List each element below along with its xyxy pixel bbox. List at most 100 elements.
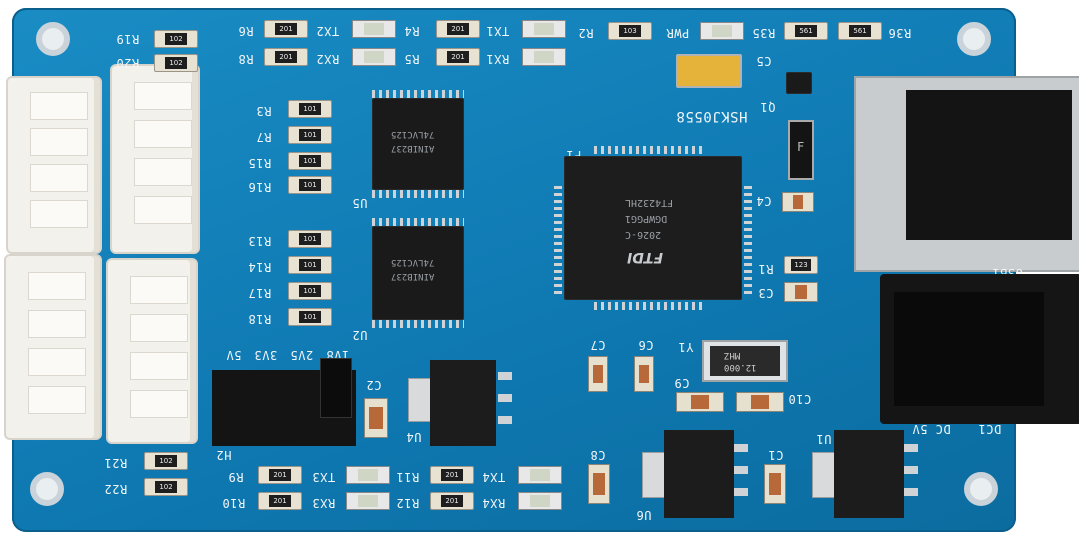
led-pwr [700, 22, 744, 40]
label-r2: R2 [578, 26, 594, 40]
pcb-board: R19 R20 102 102 201 201 R6 R8 TX2 RX2 R4… [4, 8, 1079, 532]
jumper-cap[interactable] [320, 358, 352, 418]
led-tx3 [346, 466, 390, 484]
label-r36: R36 [888, 26, 912, 40]
label-u2: U2 [352, 328, 368, 342]
ftdi-chip: FTDI 2026-C DGWPGG1 FT4232HL [564, 156, 742, 300]
label-r5: R5 [404, 52, 420, 66]
label-dc-voltage: DC 5V [912, 422, 951, 436]
label-tx2: TX2 [316, 24, 340, 38]
resistor-r3: 101 [288, 100, 332, 118]
label-c4: C4 [756, 194, 772, 208]
chip-u2: 74LVC125 AINIB237 [372, 226, 464, 320]
label-rx3: RX3 [312, 496, 336, 510]
label-r10: R10 [222, 496, 246, 510]
label-r15: R15 [248, 156, 272, 170]
label-2v5: 2V5 [290, 348, 314, 362]
label-rx4: RX4 [482, 496, 506, 510]
usb-b-connector[interactable] [854, 76, 1079, 272]
jst-connector-4 [106, 258, 198, 444]
label-5v: 5V [226, 348, 242, 362]
mounting-hole-bottom-right [964, 472, 998, 506]
label-r16: R16 [248, 180, 272, 194]
resistor-r12: 201 [430, 492, 474, 510]
label-u4: U4 [406, 430, 422, 444]
label-c2: C2 [366, 378, 382, 392]
label-r11: R11 [396, 470, 420, 484]
capacitor-c2 [364, 398, 388, 438]
led-rx1 [522, 48, 566, 66]
label-r8: R8 [238, 52, 254, 66]
mounting-hole-bottom-left [30, 472, 64, 506]
regulator-u6 [664, 430, 734, 518]
regulator-u1 [834, 430, 904, 518]
capacitor-c8 [588, 464, 610, 504]
resistor-r2: 103 [608, 22, 652, 40]
led-rx2 [352, 48, 396, 66]
resistor-r35: 561 [784, 22, 828, 40]
jst-connector-3 [4, 254, 102, 440]
dc-power-jack[interactable] [880, 274, 1079, 424]
resistor-r4: 201 [436, 20, 480, 38]
label-c5: C5 [756, 54, 772, 68]
label-c9: C9 [674, 376, 690, 390]
capacitor-c3 [784, 282, 818, 302]
resistor-r9: 201 [258, 466, 302, 484]
capacitor-c9 [676, 392, 724, 412]
crystal-y1: MHZ 12.000 [702, 340, 788, 382]
label-tx1: TX1 [486, 24, 510, 38]
jst-connector-2 [110, 64, 200, 254]
resistor-r36: 561 [838, 22, 882, 40]
led-tx1 [522, 20, 566, 38]
label-c3: C3 [758, 286, 774, 300]
capacitor-c7 [588, 356, 608, 392]
label-c7: C7 [590, 338, 606, 352]
label-c1: C1 [768, 448, 784, 462]
resistor-r11: 201 [430, 466, 474, 484]
label-r12: R12 [396, 496, 420, 510]
label-r13: R13 [248, 234, 272, 248]
brand-label: HSKJ0558 [676, 108, 748, 124]
label-rx2: RX2 [316, 52, 340, 66]
resistor-r17: 101 [288, 282, 332, 300]
capacitor-c1 [764, 464, 786, 504]
resistor-r13: 101 [288, 230, 332, 248]
label-r35: R35 [752, 26, 776, 40]
label-r17: R17 [248, 286, 272, 300]
label-h2: H2 [216, 448, 232, 462]
label-r3: R3 [256, 104, 272, 118]
label-u1: U1 [816, 432, 832, 446]
label-r9: R9 [228, 470, 244, 484]
resistor-r18: 101 [288, 308, 332, 326]
resistor-r22: 102 [144, 478, 188, 496]
label-pwr: PWR [666, 26, 690, 40]
label-r18: R18 [248, 312, 272, 326]
label-3v3: 3V3 [254, 348, 278, 362]
resistor-r7: 101 [288, 126, 332, 144]
label-r22: R22 [104, 482, 128, 496]
led-rx3 [346, 492, 390, 510]
label-dc1: DC1 [978, 422, 1002, 436]
label-c6: C6 [638, 338, 654, 352]
label-rx1: RX1 [486, 52, 510, 66]
resistor-r14: 101 [288, 256, 332, 274]
label-r1: R1 [758, 262, 774, 276]
ftdi-logo: FTDI [627, 249, 663, 265]
resistor-r16: 101 [288, 176, 332, 194]
mounting-hole-top-right [957, 22, 991, 56]
label-u5: U5 [352, 196, 368, 210]
label-r6: R6 [238, 24, 254, 38]
led-tx4 [518, 466, 562, 484]
resistor-r19: 102 [154, 30, 198, 48]
capacitor-c6 [634, 356, 654, 392]
chip-u5: 74LVC125 AINIB237 [372, 98, 464, 190]
label-r19: R19 [116, 32, 140, 46]
label-tx3: TX3 [312, 470, 336, 484]
label-q1: Q1 [760, 100, 776, 114]
label-r4: R4 [404, 24, 420, 38]
resistor-r20: 102 [154, 54, 198, 72]
resistor-r5: 201 [436, 48, 480, 66]
led-rx4 [518, 492, 562, 510]
label-c8: C8 [590, 448, 606, 462]
label-r21: R21 [104, 456, 128, 470]
